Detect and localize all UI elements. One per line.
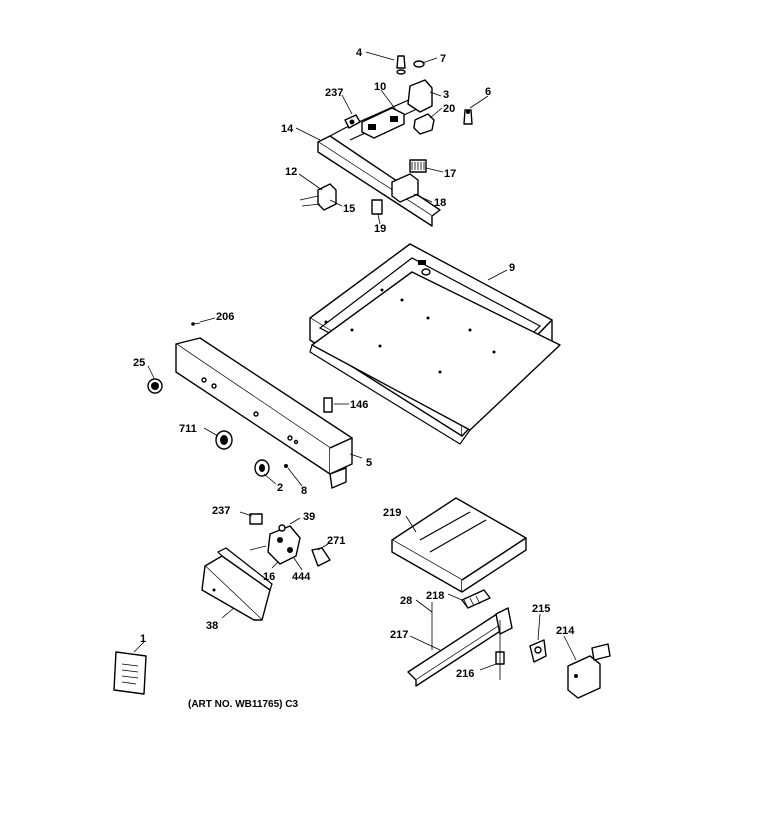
callout-16: 16 <box>263 571 275 583</box>
callout-216: 216 <box>456 668 474 680</box>
callout-444: 444 <box>292 571 311 583</box>
control-panel <box>175 322 353 489</box>
callout-10: 10 <box>374 81 386 93</box>
callout-4: 4 <box>356 47 363 59</box>
callout-18: 18 <box>434 197 446 209</box>
callout-206: 206 <box>216 311 234 323</box>
callout-218: 218 <box>426 590 444 602</box>
callout-19: 19 <box>374 223 386 235</box>
leader-lines <box>133 51 577 671</box>
callout-1: 1 <box>140 633 146 645</box>
callout-39: 39 <box>303 511 315 523</box>
callout-271: 271 <box>327 535 345 547</box>
heat-shield-219 <box>391 497 527 593</box>
valve-assembly <box>249 513 331 567</box>
callout-237: 237 <box>325 87 343 99</box>
callout-217: 217 <box>390 629 408 641</box>
callout-labels: 4 7 237 10 3 6 20 14 17 12 15 18 19 9 20… <box>133 47 575 680</box>
manifold-assembly <box>299 55 473 227</box>
callout-2: 2 <box>277 482 283 494</box>
knobs <box>147 378 270 477</box>
callout-14: 14 <box>281 123 294 135</box>
callout-6: 6 <box>485 86 491 98</box>
callout-7: 7 <box>440 53 446 65</box>
manual-1 <box>113 651 147 695</box>
callout-9: 9 <box>509 262 515 274</box>
shield-38 <box>201 547 273 621</box>
igniter-214 <box>567 643 611 699</box>
art-number-caption: (ART NO. WB11765) C3 <box>188 699 298 710</box>
knob-25 <box>147 378 163 394</box>
broiler-burner-217 <box>407 589 513 687</box>
callout-38: 38 <box>206 620 218 632</box>
knob-2 <box>254 459 270 477</box>
callout-5: 5 <box>366 457 372 469</box>
callout-215: 215 <box>532 603 550 615</box>
callout-15: 15 <box>343 203 355 215</box>
callout-711: 711 <box>179 423 197 435</box>
burner-box <box>309 243 561 445</box>
callout-146: 146 <box>350 399 368 411</box>
callout-214: 214 <box>556 625 575 637</box>
callout-17: 17 <box>444 168 456 180</box>
callout-237-valve: 237 <box>212 505 230 517</box>
callout-28: 28 <box>400 595 412 607</box>
callout-20: 20 <box>443 103 455 115</box>
callout-12: 12 <box>285 166 297 178</box>
part-215 <box>529 639 547 663</box>
callout-8: 8 <box>301 485 307 497</box>
callout-25: 25 <box>133 357 145 369</box>
callout-219: 219 <box>383 507 401 519</box>
knob-711 <box>215 430 233 450</box>
callout-3: 3 <box>443 89 449 101</box>
